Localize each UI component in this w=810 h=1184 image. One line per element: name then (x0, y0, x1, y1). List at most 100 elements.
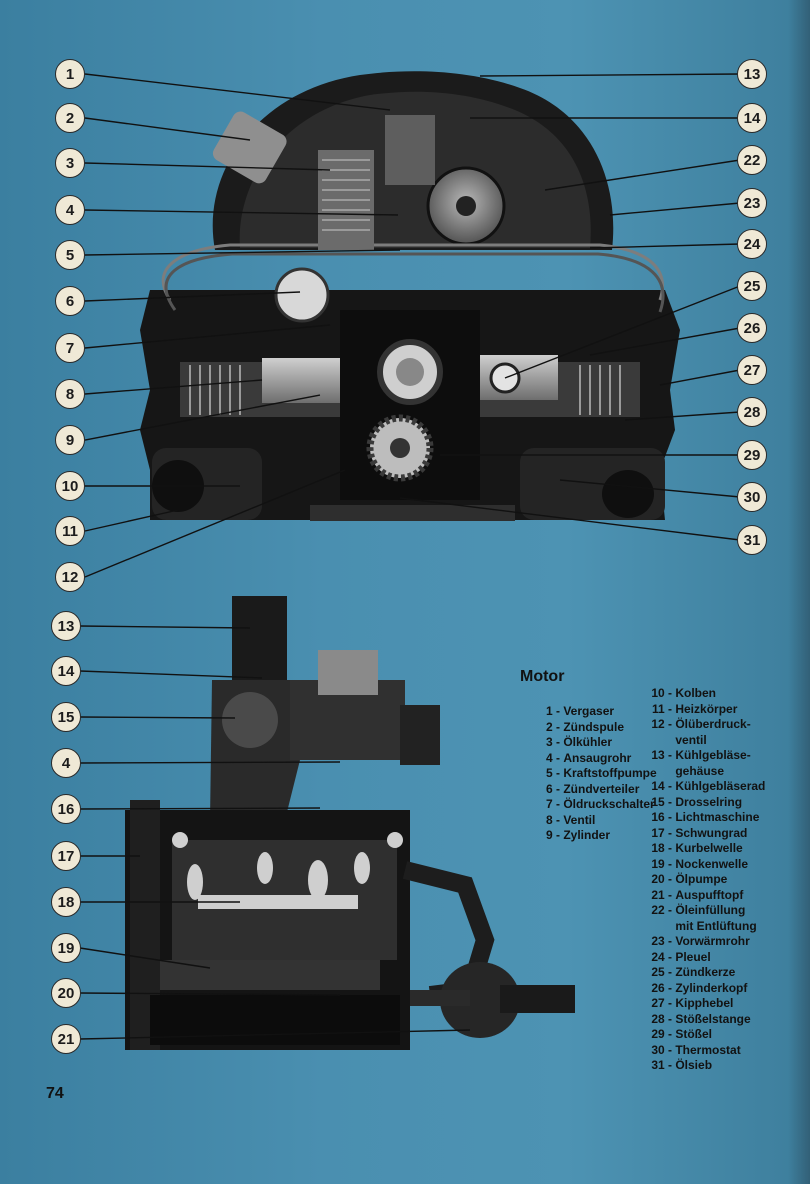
legend-item: 15 - Drosselring (646, 795, 765, 811)
legend-number: 31 - (651, 1058, 672, 1072)
legend-text: Ölpumpe (675, 872, 728, 886)
legend-number: 29 - (651, 1027, 672, 1041)
callout-5: 5 (55, 240, 85, 270)
legend-item: 24 - Pleuel (646, 950, 765, 966)
legend-text: Auspufftopf (675, 887, 744, 902)
legend-item: 12 - Ölüberdruck- ventil (646, 717, 765, 748)
legend-number: 20 - (651, 872, 672, 886)
legend-title: Motor (520, 668, 565, 685)
legend-text: Stößelstange (675, 1011, 751, 1026)
legend-item: 3 - Ölkühler (516, 735, 657, 751)
legend-item: 6 - Zündverteiler (516, 782, 657, 798)
legend-item: 30 - Thermostat (646, 1043, 765, 1059)
legend-text: Drosselring (675, 794, 743, 809)
legend-number: 6 - (545, 781, 560, 796)
legend-number: 5 - (545, 766, 560, 780)
callout-side-15: 15 (51, 702, 81, 732)
callout-side-13: 13 (51, 611, 81, 641)
legend-number: 8 - (545, 812, 560, 827)
legend-number: 24 - (651, 949, 672, 964)
legend-number: 25 - (651, 965, 672, 979)
legend-item: 22 - Öleinfüllung mit Entlüftung (646, 903, 765, 934)
legend-text: Thermostat (675, 1042, 741, 1057)
legend-item: 18 - Kurbelwelle (646, 841, 765, 857)
legend-number: 12 - (651, 717, 672, 731)
legend-text: Lichtmaschine (675, 810, 760, 824)
legend-item: 31 - Ölsieb (646, 1058, 765, 1074)
legend-number: 4 - (545, 750, 560, 765)
legend-item: 7 - Öldruckschalter (516, 797, 657, 813)
legend-number: 9 - (545, 828, 560, 842)
legend-item: 26 - Zylinderkopf (646, 981, 765, 997)
legend-item: 19 - Nockenwelle (646, 857, 765, 873)
legend-text: Ansaugrohr (563, 750, 632, 765)
legend-text: Vorwärmrohr (675, 934, 750, 948)
legend-text: Nockenwelle (675, 856, 749, 871)
engine-front-view (84, 71, 741, 578)
callout-22: 22 (737, 145, 767, 175)
legend-text: Zylinderkopf (675, 980, 748, 995)
callout-side-19: 19 (51, 933, 81, 963)
callout-14: 14 (737, 103, 767, 133)
legend-number: 2 - (545, 719, 560, 734)
callout-29: 29 (737, 440, 767, 470)
legend-item: 11 - Heizkörper (646, 702, 765, 718)
legend-column-left: 1 - Vergaser 2 - Zündspule 3 - Ölkühler … (516, 704, 657, 844)
callout-28: 28 (737, 397, 767, 427)
legend-text: Kurbelwelle (675, 841, 743, 855)
legend-item: 16 - Lichtmaschine (646, 810, 765, 826)
legend-number: 18 - (651, 841, 672, 855)
legend-text: Kühlgebläserad (675, 779, 766, 793)
legend-item: 4 - Ansaugrohr (516, 751, 657, 767)
legend-text: Kühlgebläse- gehäuse (675, 748, 751, 778)
callout-12: 12 (55, 562, 85, 592)
legend-item: 23 - Vorwärmrohr (646, 934, 765, 950)
callout-23: 23 (737, 188, 767, 218)
callout-26: 26 (737, 313, 767, 343)
legend-text: Schwungrad (675, 825, 748, 840)
callout-8: 8 (55, 379, 85, 409)
legend-number: 23 - (651, 934, 672, 948)
callout-2: 2 (55, 103, 85, 133)
legend-number: 3 - (545, 735, 560, 749)
legend-item: 9 - Zylinder (516, 828, 657, 844)
legend-number: 26 - (651, 980, 672, 995)
legend-number: 21 - (651, 887, 672, 902)
legend-text: Öleinfüllung mit Entlüftung (675, 903, 757, 933)
legend-text: Ventil (563, 812, 596, 827)
legend-number: 13 - (651, 748, 672, 762)
callout-side-17: 17 (51, 841, 81, 871)
callout-24: 24 (737, 229, 767, 259)
legend-text: Heizkörper (675, 701, 738, 716)
callout-side-14: 14 (51, 656, 81, 686)
legend-number: 30 - (651, 1042, 672, 1057)
callout-7: 7 (55, 333, 85, 363)
legend-item: 20 - Ölpumpe (646, 872, 765, 888)
legend-item: 28 - Stößelstange (646, 1012, 765, 1028)
legend-item: 25 - Zündkerze (646, 965, 765, 981)
legend-number: 19 - (651, 856, 672, 871)
legend-number: 16 - (651, 810, 672, 824)
callout-side-16: 16 (51, 794, 81, 824)
legend-item: 29 - Stößel (646, 1027, 765, 1043)
legend-item: 8 - Ventil (516, 813, 657, 829)
legend-number: 10 - (651, 686, 672, 700)
legend-column-right: 10 - Kolben 11 - Heizkörper 12 - Ölüberd… (646, 686, 765, 1074)
legend-number: 1 - (545, 704, 560, 718)
callout-4: 4 (55, 195, 85, 225)
legend-item: 13 - Kühlgebläse- gehäuse (646, 748, 765, 779)
legend-text: Kolben (675, 686, 717, 700)
callout-31: 31 (737, 525, 767, 555)
legend-item: 17 - Schwungrad (646, 826, 765, 842)
legend-text: Ölkühler (563, 735, 613, 749)
legend-number: 27 - (651, 996, 672, 1010)
callout-side-20: 20 (51, 978, 81, 1008)
callout-27: 27 (737, 355, 767, 385)
callout-side-21: 21 (51, 1024, 81, 1054)
legend-text: Ölsieb (675, 1058, 713, 1072)
legend-item: 10 - Kolben (646, 686, 765, 702)
legend-number: 11 - (651, 701, 672, 716)
legend-item: 1 - Vergaser (516, 704, 657, 720)
legend-text: Ölüberdruck- ventil (675, 717, 751, 747)
